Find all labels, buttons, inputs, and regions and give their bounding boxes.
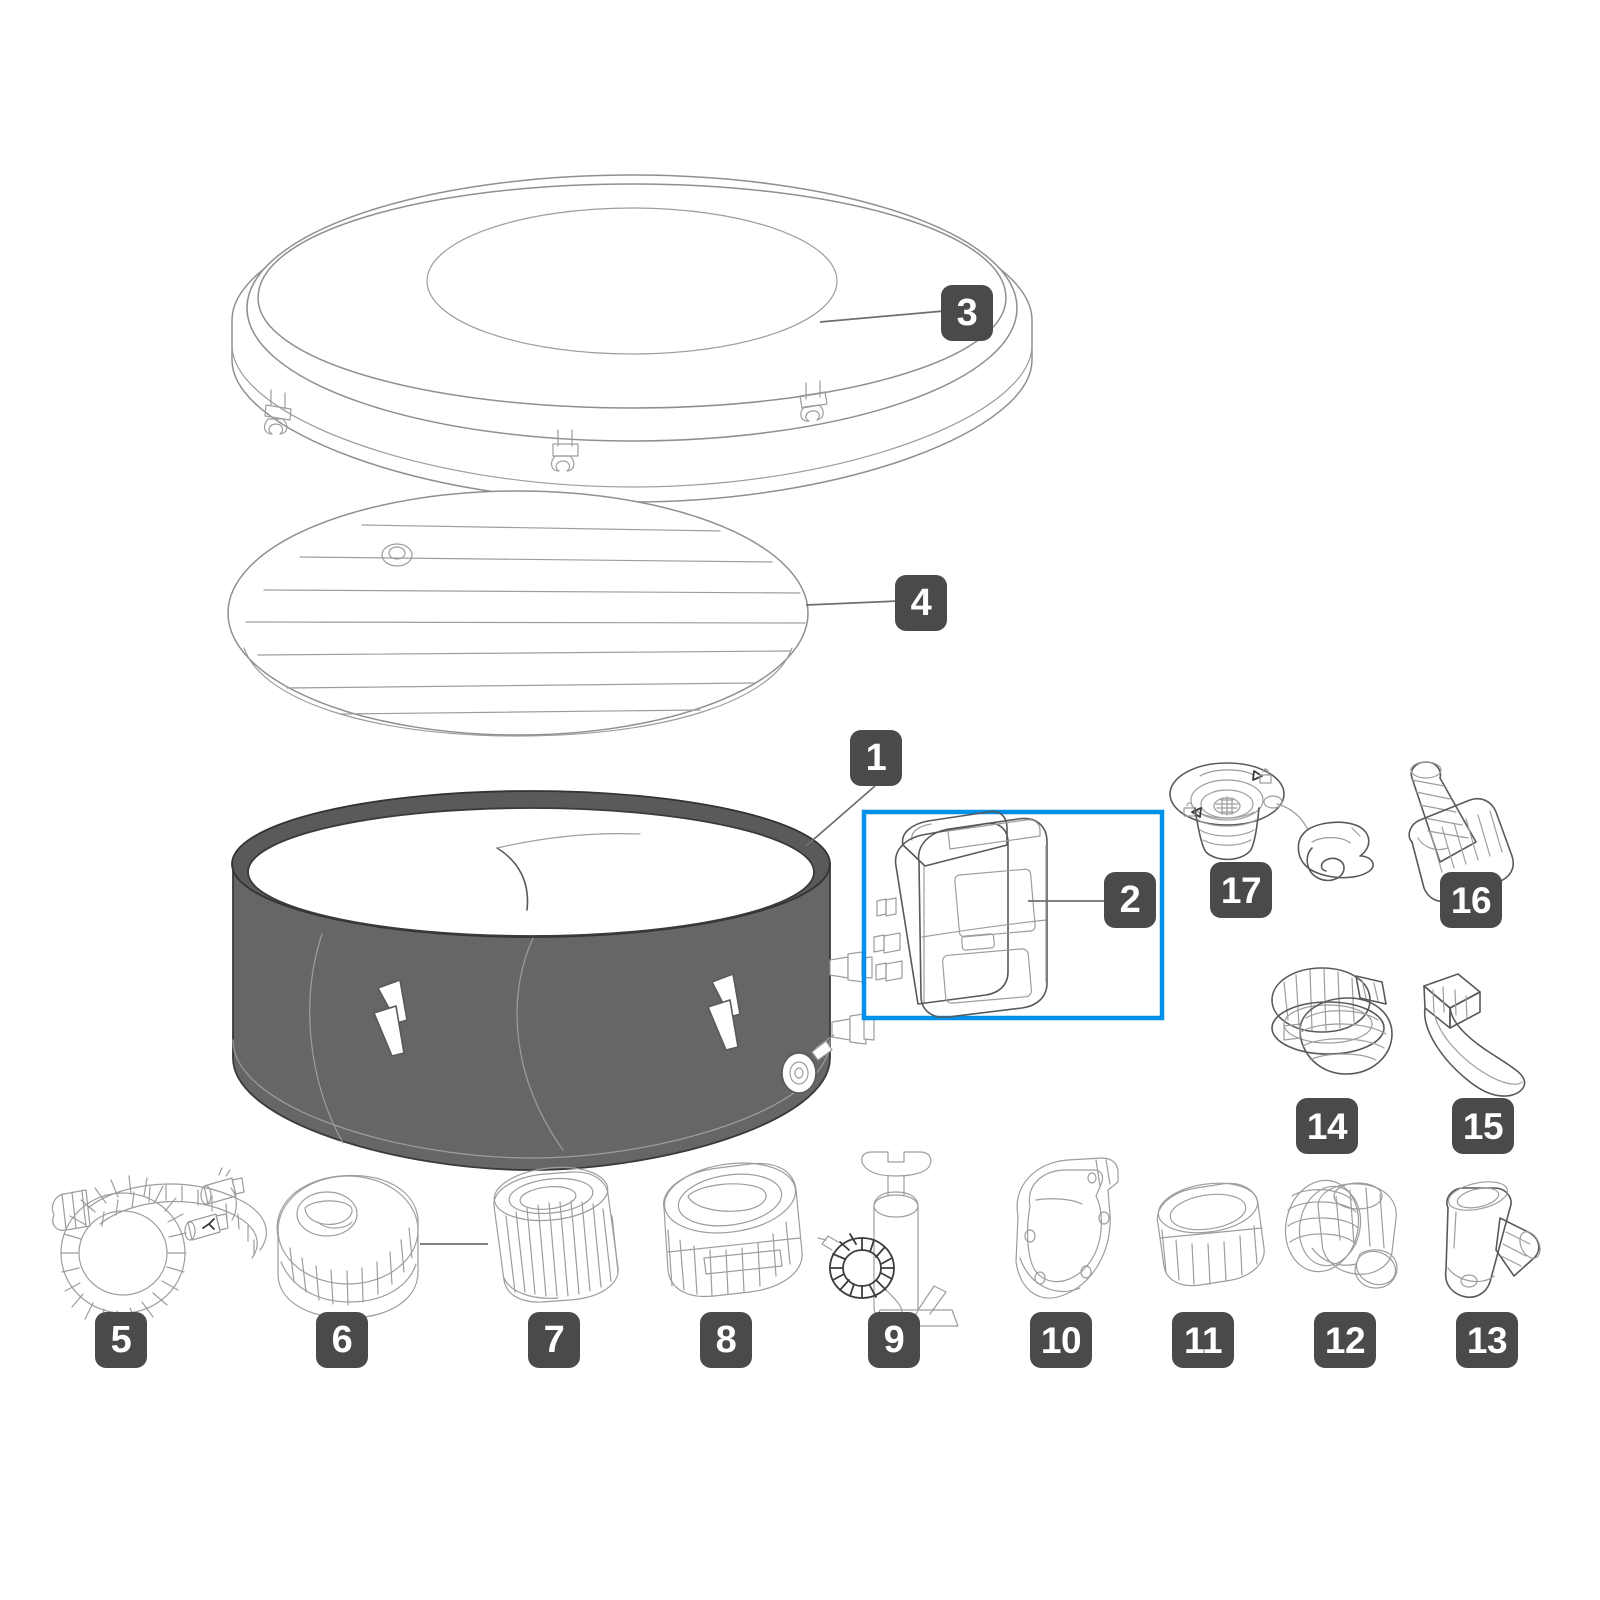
part-badge-1[interactable]: 1 [850, 730, 902, 786]
part-badge-5[interactable]: 5 [95, 1312, 147, 1368]
cover-strap-buckle-center [550, 429, 579, 472]
part-illustration-top-cover [231, 174, 1033, 503]
tub-drain-valve [781, 1052, 817, 1094]
part-badge-13[interactable]: 13 [1456, 1312, 1518, 1368]
pump-hose-ports [873, 897, 903, 982]
part-badge-8[interactable]: 8 [700, 1312, 752, 1368]
part-badge-16[interactable]: 16 [1440, 872, 1502, 928]
part-illustration-pump-unit[interactable] [873, 810, 1048, 1019]
hose-connector-upper [200, 1167, 245, 1205]
part-illustration-retaining-ring [1156, 1182, 1265, 1287]
tub-tag-right [707, 973, 741, 1051]
selected-part-highlight-box[interactable] [861, 809, 1165, 1021]
part-badge-9[interactable]: 9 [868, 1312, 920, 1368]
lid-air-valve [381, 543, 413, 567]
part-illustration-hand-pump [817, 1151, 959, 1327]
part-badge-3[interactable]: 3 [941, 285, 993, 341]
part-illustration-drain-valve [1169, 762, 1374, 882]
part-badge-2[interactable]: 2 [1104, 872, 1156, 928]
leader-line-4 [805, 600, 899, 606]
part-illustration-filter-cartridge [493, 1166, 619, 1303]
part-illustration-inflatable-lid [227, 490, 809, 737]
hose-connector-lower [184, 1213, 229, 1241]
part-illustration-hose-adapter [1408, 761, 1514, 903]
part-illustration-threaded-valve-body [1271, 967, 1393, 1075]
pump-hose-coil [817, 1233, 903, 1313]
tub-hose-port-lower [811, 1013, 875, 1061]
part-illustration-inlet-connector [1444, 1181, 1541, 1298]
part-badge-4[interactable]: 4 [895, 575, 947, 631]
part-illustration-brush-tool [1423, 973, 1526, 1097]
part-badge-10[interactable]: 10 [1030, 1312, 1092, 1368]
valve-cap [1297, 821, 1374, 882]
part-badge-11[interactable]: 11 [1172, 1312, 1234, 1368]
part-badge-7[interactable]: 7 [528, 1312, 580, 1368]
part-illustration-spa-tub [231, 790, 875, 1171]
part-illustration-corrugated-hose [51, 1167, 267, 1330]
leader-line-1 [805, 785, 876, 847]
cover-strap-buckle-left [263, 389, 292, 435]
tub-tag-left [373, 979, 408, 1057]
part-badge-17[interactable]: 17 [1210, 862, 1272, 918]
part-illustration-filter-housing-cap [276, 1174, 419, 1319]
part-badge-14[interactable]: 14 [1296, 1098, 1358, 1154]
part-badge-15[interactable]: 15 [1452, 1098, 1514, 1154]
part-badge-6[interactable]: 6 [316, 1312, 368, 1368]
valve-mesh [1213, 796, 1241, 816]
cover-strap-buckle-right [799, 380, 828, 422]
hose-coil [60, 1175, 187, 1330]
part-illustration-pump-cover-bracket [1015, 1157, 1119, 1299]
part-badge-12[interactable]: 12 [1314, 1312, 1376, 1368]
part-illustration-elbow-valve [1284, 1179, 1398, 1289]
leader-line-3 [819, 310, 945, 323]
part-illustration-filter-basket [663, 1162, 803, 1298]
